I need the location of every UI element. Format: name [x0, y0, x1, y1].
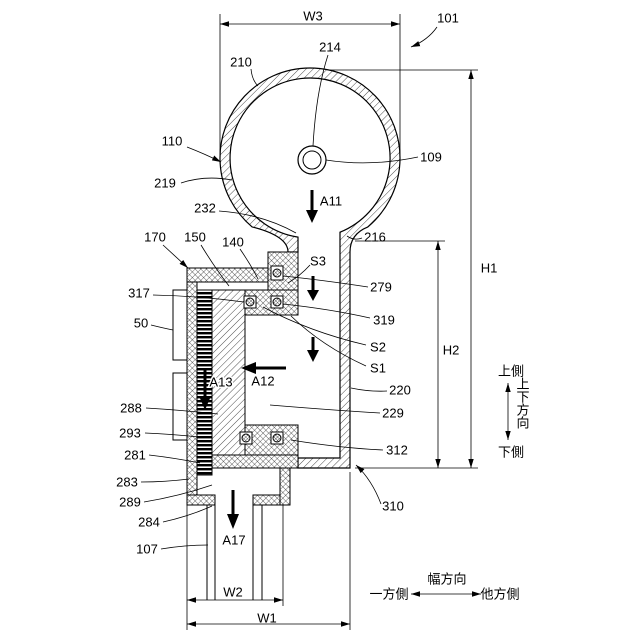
leader-310: [356, 465, 381, 504]
flow-arrow-a17-head: [227, 514, 239, 529]
label-w2: W2: [223, 585, 243, 600]
ref-109: 109: [420, 150, 442, 165]
flow-arrow-a13-shaft: [204, 368, 207, 398]
ref-281: 281: [124, 448, 146, 463]
ref-293: 293: [119, 426, 141, 441]
ref-170: 170: [144, 230, 166, 245]
ref-216: 216: [364, 230, 386, 245]
ref-101: 101: [437, 11, 459, 26]
label-s2: S2: [370, 340, 386, 355]
flow-arrow-lower-small-shaft: [312, 337, 315, 352]
leader-s1: [291, 316, 366, 366]
leader-170: [163, 245, 188, 268]
leader-107: [161, 545, 208, 549]
label-a13: A13: [209, 375, 232, 390]
label-s1: S1: [370, 361, 386, 376]
ref-317: 317: [128, 286, 150, 301]
leader-283: [141, 479, 189, 482]
ref-229: 229: [382, 406, 404, 421]
ref-214: 214: [319, 40, 341, 55]
housing-divider-wall: [212, 455, 298, 468]
ref-310: 310: [382, 499, 404, 514]
leader-110: [187, 147, 221, 162]
flow-arrow-a12-shaft: [254, 367, 286, 370]
flow-arrow-a11-head: [306, 210, 318, 223]
ref-319: 319: [373, 313, 395, 328]
flow-arrow-a17: [227, 490, 239, 529]
ref-289: 289: [119, 495, 141, 510]
inner-pipe-bore: [303, 151, 321, 169]
ref-50: 50: [134, 316, 148, 331]
ref-140: 140: [222, 235, 244, 250]
label-h1: H1: [481, 261, 498, 276]
leader-50: [151, 325, 173, 330]
seal-ring-279: [273, 269, 281, 277]
flow-arrow-lower-small-head: [307, 350, 319, 362]
label-a11: A11: [320, 194, 342, 209]
leader-109: [326, 157, 418, 163]
ref-283: 283: [116, 475, 138, 490]
label-s3: S3: [310, 254, 326, 269]
housing-chamber-right-wall: [280, 468, 290, 505]
label-down-side: 下側: [498, 445, 524, 460]
label-h2: H2: [443, 343, 460, 358]
ref-279: 279: [370, 280, 392, 295]
flow-arrow-upper-small-head: [307, 290, 319, 301]
label-width-direction: 幅方向: [427, 572, 466, 587]
ref-219: 219: [154, 176, 176, 191]
label-w1: W1: [257, 611, 277, 626]
seal-ring-317: [246, 298, 254, 306]
seal-ring-lower-left: [242, 434, 250, 442]
housing-left-wall: [187, 268, 197, 505]
side-member-upper: [173, 290, 187, 360]
leader-210: [251, 69, 258, 86]
leader-220: [351, 388, 387, 391]
flow-arrow-upper-small-shaft: [312, 276, 315, 292]
ref-220: 220: [389, 383, 411, 398]
label-other-side: 他方側: [480, 587, 519, 602]
seal-ring-lower-right: [273, 434, 281, 442]
flow-arrow-a11-shaft: [311, 190, 314, 212]
ref-312: 312: [386, 443, 408, 458]
flow-arrow-a17-shaft: [232, 490, 235, 516]
ref-107: 107: [136, 542, 158, 557]
label-one-side: 一方側: [369, 587, 408, 602]
label-vertical-direction: 上下方向: [515, 377, 530, 429]
label-a12: A12: [251, 374, 274, 389]
leader-284: [163, 506, 212, 522]
ref-150: 150: [184, 230, 206, 245]
ref-288: 288: [120, 401, 142, 416]
ref-284: 284: [138, 515, 160, 530]
flow-arrow-lower-small: [307, 337, 319, 362]
ref-232: 232: [194, 201, 216, 216]
side-member-lower: [173, 373, 187, 440]
label-w3: W3: [303, 9, 323, 24]
piston-body: [212, 290, 245, 455]
ref-110: 110: [162, 134, 183, 149]
ref-210: 210: [230, 55, 252, 70]
label-a17: A17: [222, 533, 245, 548]
seal-ring-319: [273, 298, 281, 306]
leader-229: [270, 405, 380, 413]
housing-bottom-wall-left: [187, 495, 215, 505]
leader-101: [411, 27, 437, 47]
leader-312: [291, 440, 383, 450]
flow-arrow-a11: [306, 190, 318, 223]
flow-arrow-a12: [241, 362, 286, 374]
